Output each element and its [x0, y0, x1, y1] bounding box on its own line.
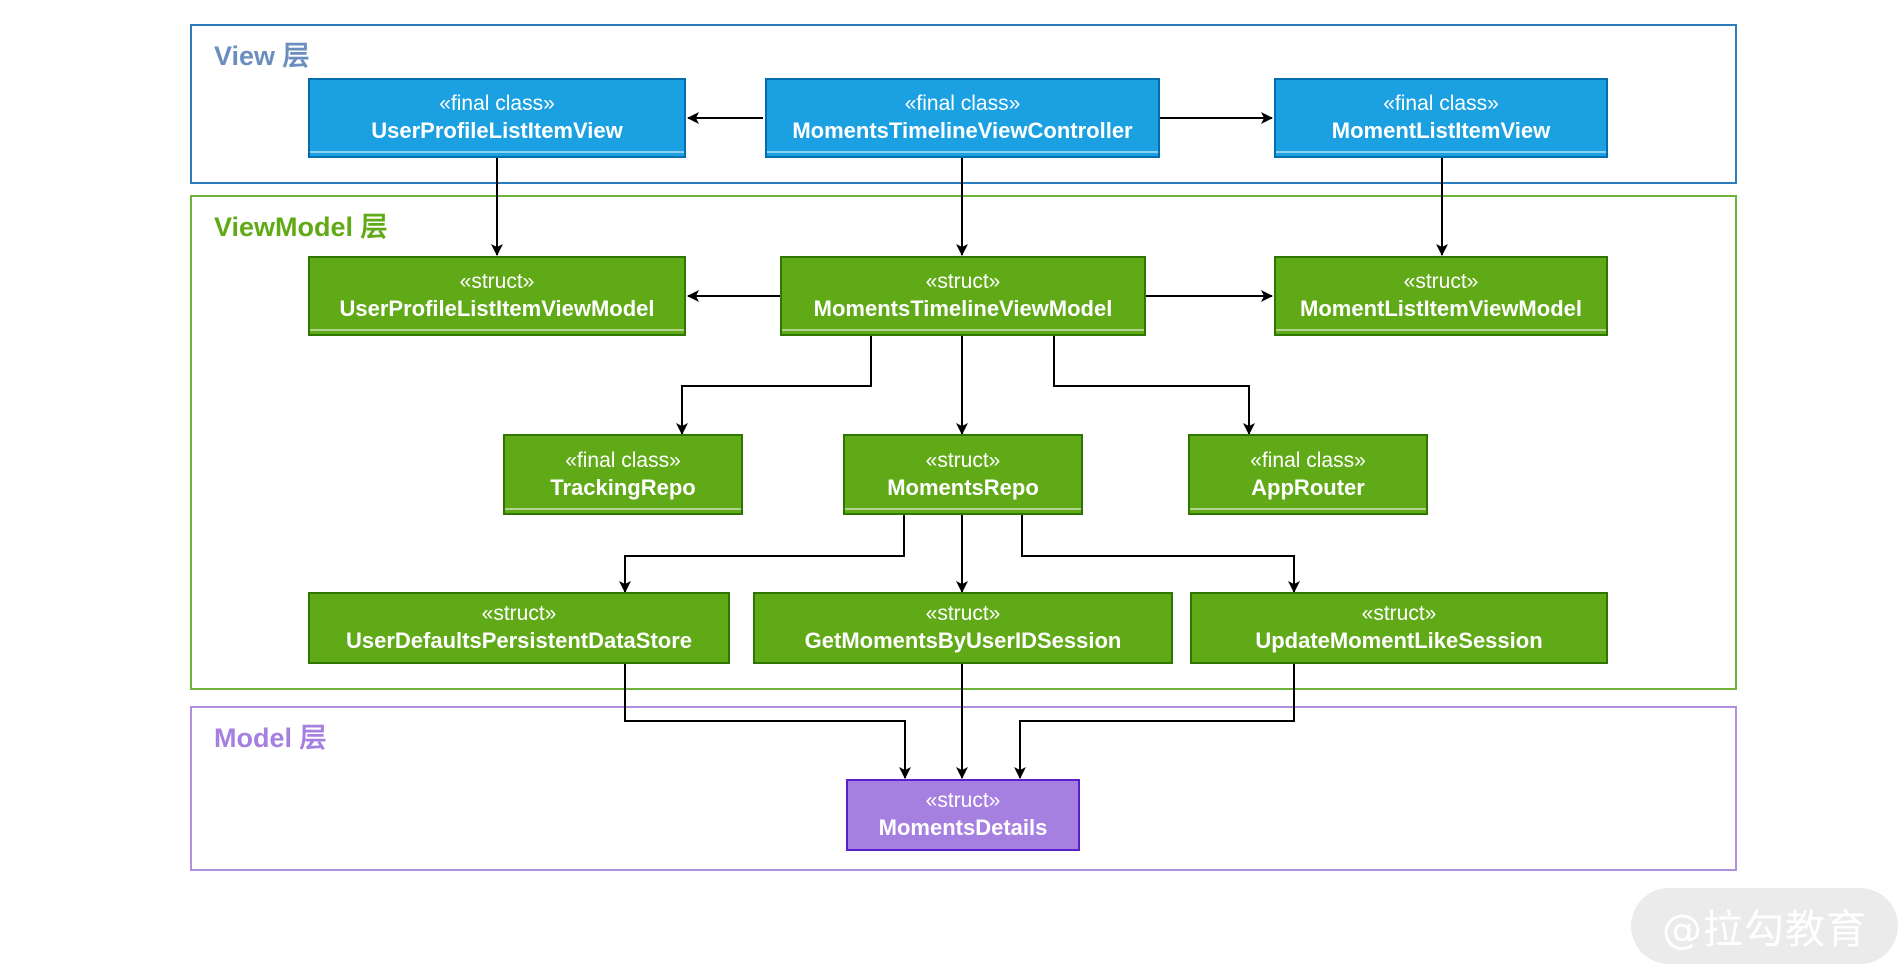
node-moment-list-item-view-model[interactable]: «struct» MomentListItemViewModel [1274, 256, 1608, 336]
node-moments-repo[interactable]: «struct» MomentsRepo [843, 434, 1083, 515]
arrow-datastore-to-details [624, 663, 911, 779]
view-layer: View 层 [190, 24, 1737, 184]
class-name: MomentsTimelineViewModel [813, 296, 1113, 321]
node-divider [310, 151, 684, 153]
stereotype-label: «struct» [925, 448, 1001, 472]
class-name: UserDefaultsPersistentDataStore [345, 628, 693, 653]
stereotype-label: «struct» [925, 602, 1001, 625]
stereotype-label: «struct» [1361, 602, 1437, 625]
model-layer: Model 层 [190, 706, 1737, 871]
arrow-timelinevm-to-approuter [1053, 336, 1255, 435]
stereotype-label: «final class» [565, 448, 681, 472]
model-layer-title: Model 层 [214, 723, 327, 753]
stereotype-label: «final class» [904, 92, 1021, 115]
stereotype-label: «struct» [459, 270, 535, 293]
node-update-moment-like-session[interactable]: «struct» UpdateMomentLikeSession [1190, 592, 1608, 664]
class-name: MomentsRepo [887, 474, 1039, 500]
node-user-profile-list-item-view-model[interactable]: «struct» UserProfileListItemViewModel [308, 256, 686, 336]
node-divider [310, 329, 684, 331]
stereotype-label: «final class» [439, 92, 555, 115]
node-moments-details[interactable]: «struct» MomentsDetails [846, 779, 1080, 851]
node-divider [1276, 329, 1606, 331]
arrow-momentsrepo-to-datastore [619, 515, 905, 593]
class-name: UpdateMomentLikeSession [1255, 628, 1543, 653]
class-name: MomentListItemViewModel [1300, 296, 1582, 321]
viewmodel-layer: ViewModel 层 [190, 195, 1737, 690]
node-divider [845, 508, 1081, 510]
class-name: AppRouter [1251, 474, 1365, 500]
node-app-router[interactable]: «final class» AppRouter [1188, 434, 1428, 515]
node-user-profile-list-item-view[interactable]: «final class» UserProfileListItemView [308, 78, 686, 158]
node-divider [1190, 508, 1426, 510]
viewmodel-layer-title: ViewModel 层 [214, 212, 388, 242]
node-divider [782, 329, 1144, 331]
class-name: UserProfileListItemViewModel [339, 296, 655, 321]
class-name: MomentsTimelineViewController [792, 118, 1133, 143]
stereotype-label: «final class» [1250, 448, 1366, 472]
node-tracking-repo[interactable]: «final class» TrackingRepo [503, 434, 743, 515]
node-divider [505, 508, 741, 510]
lagou-watermark: @拉勾教育 [1631, 888, 1898, 964]
node-moments-timeline-view-model[interactable]: «struct» MomentsTimelineViewModel [780, 256, 1146, 336]
arrow-updatelike-to-details [1014, 663, 1295, 779]
class-name: UserProfileListItemView [371, 118, 623, 143]
stereotype-label: «struct» [925, 270, 1001, 293]
class-name: TrackingRepo [550, 474, 696, 500]
stereotype-label: «struct» [481, 602, 557, 625]
stereotype-label: «struct» [925, 789, 1001, 812]
node-get-moments-by-user-id-session[interactable]: «struct» GetMomentsByUserIDSession [753, 592, 1173, 664]
stereotype-label: «struct» [1403, 270, 1479, 293]
arrow-timelinevm-to-trackingrepo [676, 336, 872, 435]
stereotype-label: «final class» [1383, 92, 1499, 115]
node-moments-timeline-view-controller[interactable]: «final class» MomentsTimelineViewControl… [765, 78, 1160, 158]
class-name: MomentListItemView [1331, 118, 1551, 143]
view-layer-title: View 层 [214, 41, 310, 71]
arrow-momentsrepo-to-updatelike [1021, 515, 1300, 593]
class-name: MomentsDetails [878, 815, 1048, 840]
class-name: GetMomentsByUserIDSession [804, 628, 1122, 653]
node-divider [1276, 151, 1606, 153]
node-user-defaults-persistent-data-store[interactable]: «struct» UserDefaultsPersistentDataStore [308, 592, 730, 664]
node-divider [767, 151, 1158, 153]
node-moment-list-item-view[interactable]: «final class» MomentListItemView [1274, 78, 1608, 158]
